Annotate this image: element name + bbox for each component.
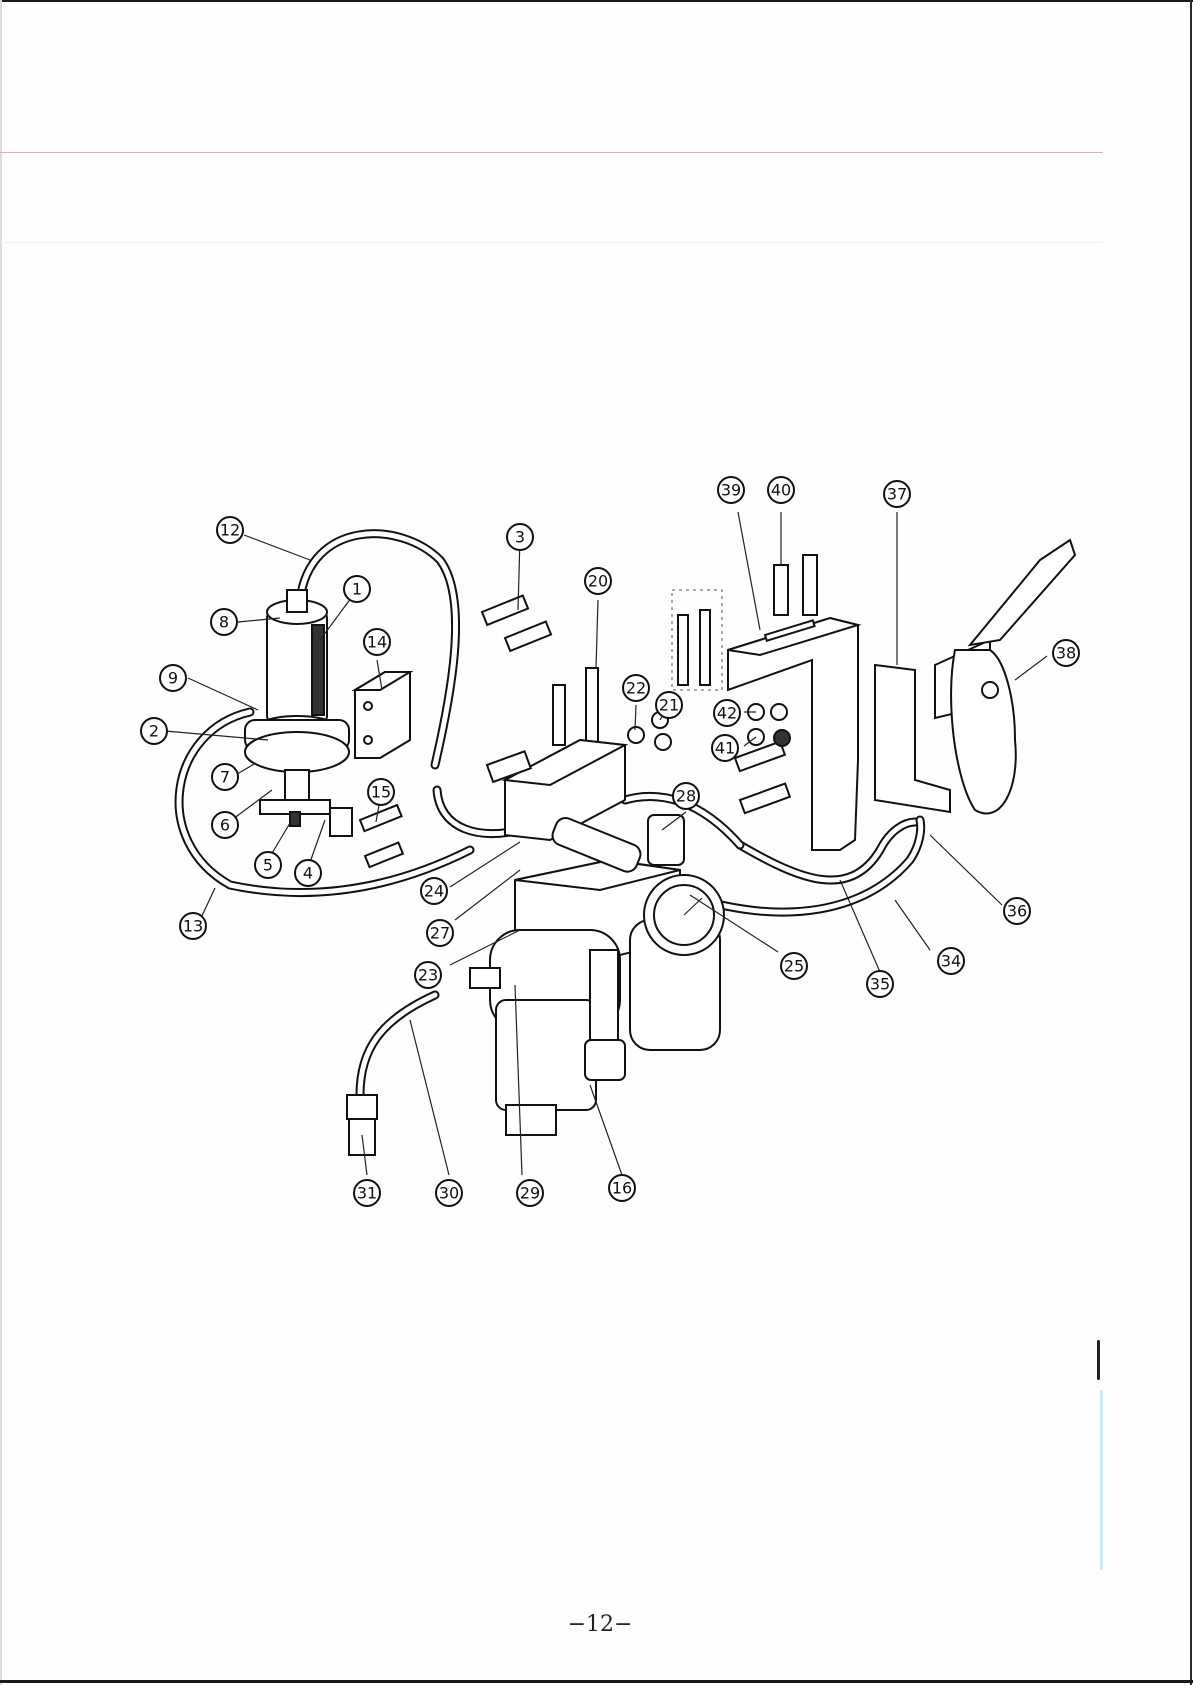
callout-5: 5 [255, 852, 281, 878]
svg-text:37: 37 [887, 485, 907, 504]
page-number: −12− [520, 1612, 680, 1637]
mounting-block [355, 672, 410, 758]
callout-25: 25 [781, 953, 807, 979]
svg-text:36: 36 [1007, 902, 1027, 921]
callout-30: 30 [436, 1180, 462, 1206]
callout-35: 35 [867, 971, 893, 997]
callout-36: 36 [1004, 898, 1030, 924]
svg-text:39: 39 [721, 481, 741, 500]
callout-7: 7 [212, 764, 238, 790]
callout-24: 24 [421, 878, 447, 904]
svg-text:7: 7 [220, 768, 230, 787]
callout-31: 31 [354, 1180, 380, 1206]
svg-text:13: 13 [183, 917, 203, 936]
callout-2: 2 [141, 718, 167, 744]
callout-14: 14 [364, 629, 390, 655]
svg-text:35: 35 [870, 975, 890, 994]
svg-text:29: 29 [520, 1184, 540, 1203]
svg-text:1: 1 [352, 580, 362, 599]
svg-text:34: 34 [941, 952, 961, 971]
svg-text:38: 38 [1056, 644, 1076, 663]
callout-34: 34 [938, 948, 964, 974]
svg-text:16: 16 [612, 1179, 632, 1198]
callout-8: 8 [211, 609, 237, 635]
callout-29: 29 [517, 1180, 543, 1206]
svg-text:4: 4 [303, 864, 313, 883]
fitting [347, 1095, 377, 1155]
callout-23: 23 [415, 962, 441, 988]
callout-27: 27 [427, 920, 453, 946]
svg-text:15: 15 [371, 783, 391, 802]
callout-38: 38 [1053, 640, 1079, 666]
svg-text:28: 28 [676, 787, 696, 806]
svg-text:23: 23 [418, 966, 438, 985]
callout-28: 28 [673, 783, 699, 809]
svg-text:8: 8 [219, 613, 229, 632]
svg-text:21: 21 [659, 696, 679, 715]
svg-text:27: 27 [430, 924, 450, 943]
svg-text:30: 30 [439, 1184, 459, 1203]
callout-22: 22 [623, 675, 649, 701]
callout-41: 41 [712, 735, 738, 761]
callout-39: 39 [718, 477, 744, 503]
callout-9: 9 [160, 665, 186, 691]
callout-21: 21 [656, 692, 682, 718]
svg-text:31: 31 [357, 1184, 377, 1203]
callout-12: 12 [217, 517, 243, 543]
svg-text:20: 20 [588, 572, 608, 591]
callout-40: 40 [768, 477, 794, 503]
svg-text:42: 42 [717, 704, 737, 723]
callout-3: 3 [507, 524, 533, 550]
callout-13: 13 [180, 913, 206, 939]
svg-text:6: 6 [220, 816, 230, 835]
svg-text:9: 9 [168, 669, 178, 688]
svg-text:24: 24 [424, 882, 444, 901]
lubricator-assembly [245, 590, 352, 836]
svg-text:5: 5 [263, 856, 273, 875]
callout-20: 20 [585, 568, 611, 594]
callout-37: 37 [884, 481, 910, 507]
svg-text:3: 3 [515, 528, 525, 547]
callout-1: 1 [344, 576, 370, 602]
bracket [728, 618, 858, 850]
svg-text:14: 14 [367, 633, 387, 652]
foot-lever [875, 540, 1075, 814]
svg-text:40: 40 [771, 481, 791, 500]
callout-16: 16 [609, 1175, 635, 1201]
filter-regulator [470, 815, 724, 1135]
callout-4: 4 [295, 860, 321, 886]
svg-text:25: 25 [784, 957, 804, 976]
callout-6: 6 [212, 812, 238, 838]
svg-text:41: 41 [715, 739, 735, 758]
svg-text:2: 2 [149, 722, 159, 741]
callout-42: 42 [714, 700, 740, 726]
svg-text:22: 22 [626, 679, 646, 698]
callout-15: 15 [368, 779, 394, 805]
svg-text:12: 12 [220, 521, 240, 540]
